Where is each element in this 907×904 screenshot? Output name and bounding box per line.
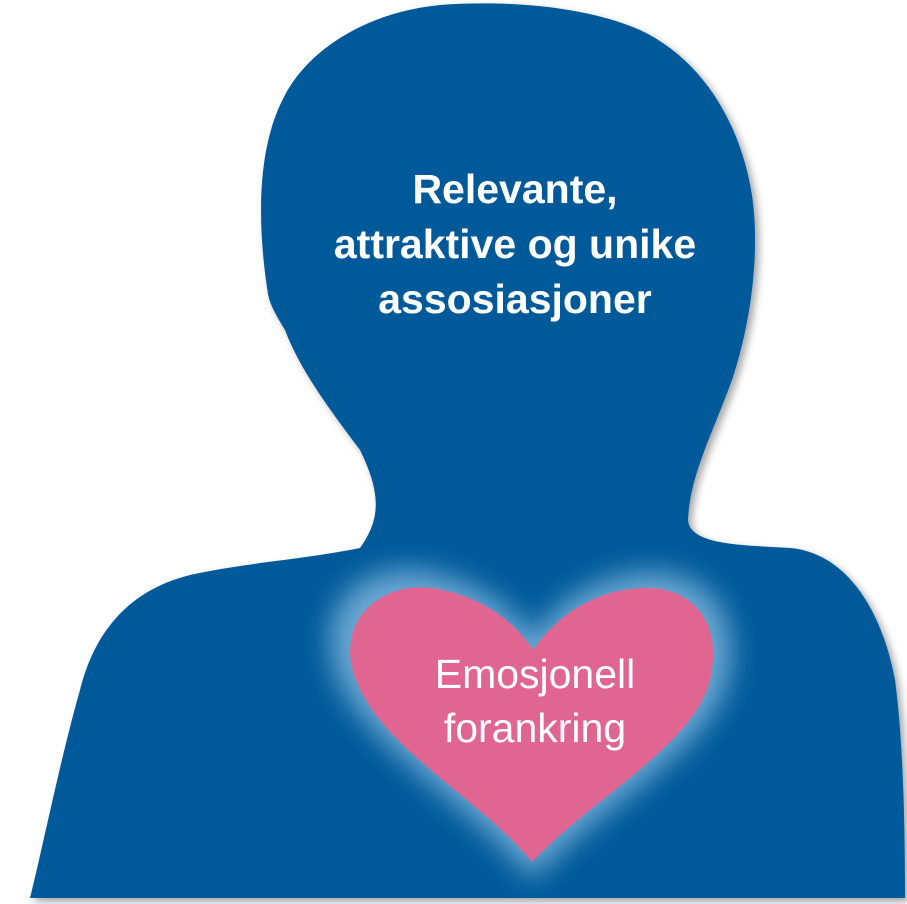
heart-shape [350,587,714,862]
heart-text: Emosjonell forankring [360,647,710,755]
head-text-line-2: attraktive og unike [333,221,697,267]
head-text: Relevante, attraktive og unike assosiasj… [250,162,780,327]
head-text-line-3: assosiasjoner [378,276,652,322]
heart-text-line-1: Emosjonell [434,651,636,697]
heart-text-line-2: forankring [443,705,627,751]
head-text-line-1: Relevante, [412,166,618,212]
